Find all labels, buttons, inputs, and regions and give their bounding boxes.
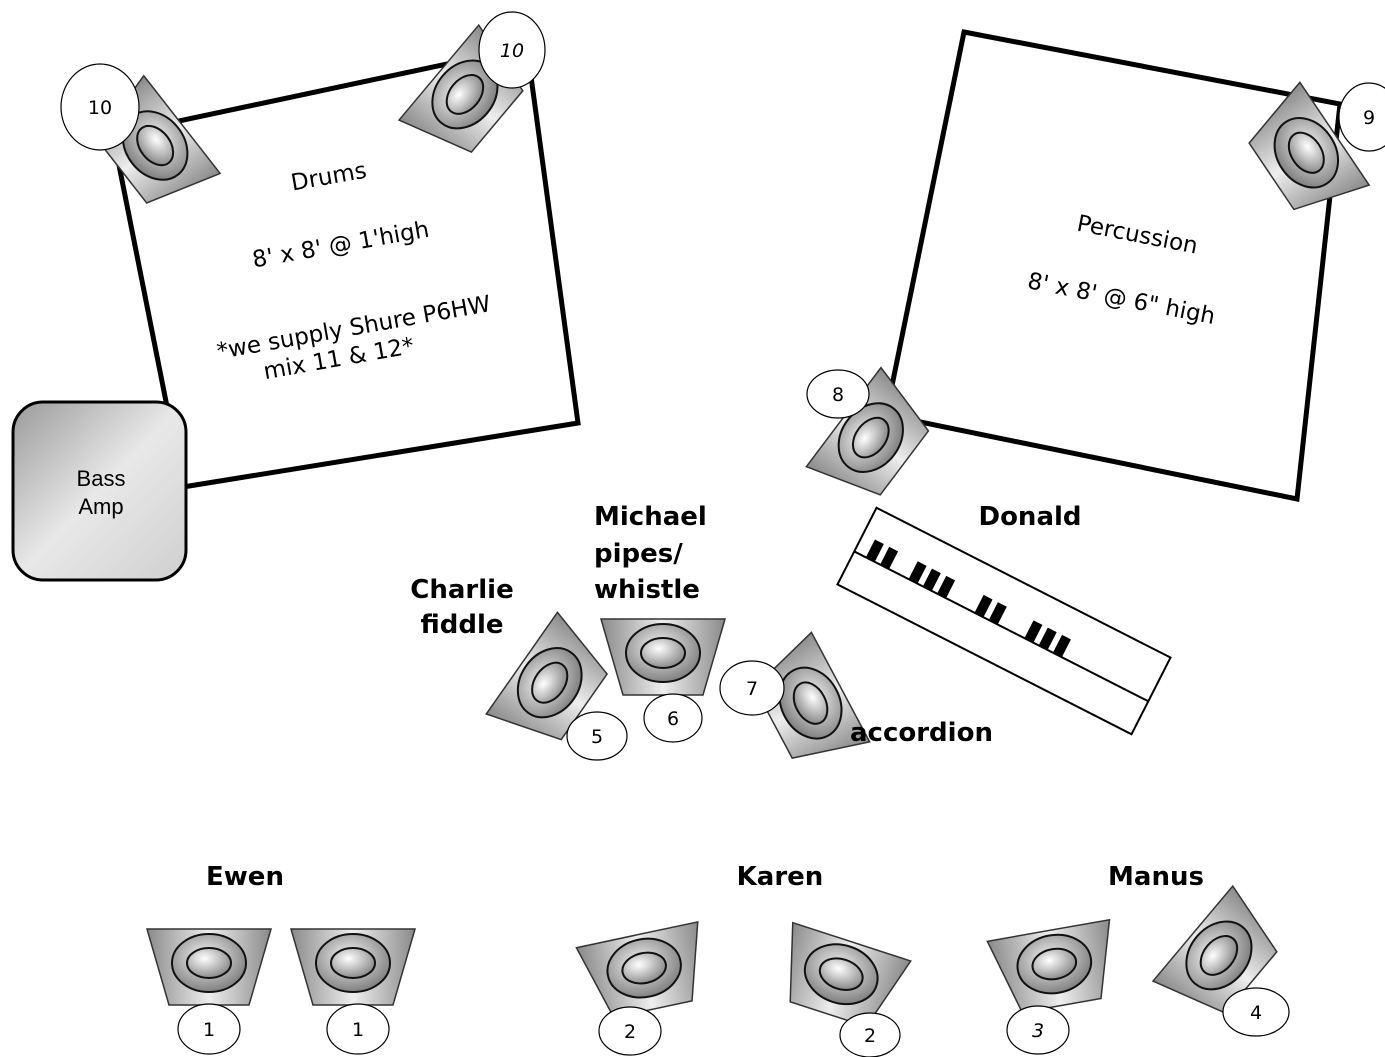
svg-text:pipes/: pipes/ [594, 539, 683, 569]
ewen-monitor-right-mix: 1 [326, 1003, 390, 1055]
ewen-monitor-left-mix: 1 [177, 1003, 241, 1055]
donald-label: Donald [978, 502, 1081, 532]
michael-monitor-mix: 6 [643, 693, 703, 743]
karen-monitor-right-mix: 2 [839, 1012, 901, 1057]
keyboard-icon [836, 506, 1172, 736]
percussion-monitor-bottom-mix: 8 [806, 369, 870, 419]
svg-text:1: 1 [203, 1019, 215, 1041]
stage-monitor-wedge-icon [290, 928, 416, 1006]
svg-text:9: 9 [1363, 107, 1375, 129]
manus-monitor-left [986, 918, 1124, 1018]
accordion-monitor-mix: 7 [719, 660, 785, 716]
svg-text:8: 8 [832, 384, 844, 406]
stage-monitor-wedge-icon [768, 921, 912, 1035]
stage-monitor-wedge-icon [986, 918, 1124, 1018]
svg-text:Michael: Michael [594, 502, 707, 532]
michael-monitor [600, 618, 726, 696]
stage-monitor-wedge-icon [600, 618, 726, 696]
michael-label: Michael pipes/ whistle [594, 502, 707, 605]
bass-amp: Bass Amp [11, 400, 188, 582]
karen-monitor-left-mix: 2 [598, 1006, 662, 1056]
stage-monitor-wedge-icon [146, 928, 272, 1006]
bass-amp-line1: Bass [77, 466, 126, 491]
svg-text:Charlie: Charlie [410, 575, 513, 605]
karen-label: Karen [737, 862, 824, 892]
svg-text:6: 6 [667, 708, 679, 730]
amplifier-icon [11, 400, 188, 582]
drum-riser: Drums 8' x 8' @ 1'high *we supply Shure … [110, 43, 581, 490]
svg-text:whistle: whistle [594, 575, 700, 605]
karen-monitor-right [768, 921, 912, 1035]
drum-monitor-right-mix: 10 [478, 11, 546, 89]
svg-text:2: 2 [864, 1025, 876, 1047]
manus-monitor-right-mix: 4 [1222, 987, 1290, 1037]
svg-text:1: 1 [352, 1019, 364, 1041]
svg-text:10: 10 [500, 40, 524, 62]
svg-text:10: 10 [88, 97, 112, 119]
svg-text:3: 3 [1032, 1020, 1044, 1042]
manus-monitor-left-mix: 3 [1006, 1005, 1070, 1055]
svg-text:2: 2 [624, 1021, 636, 1043]
stage-monitor-wedge-icon [575, 920, 715, 1024]
charlie-monitor-mix: 5 [566, 711, 628, 761]
ewen-label: Ewen [206, 862, 284, 892]
ewen-monitor-right [290, 928, 416, 1006]
bass-amp-line2: Amp [78, 494, 123, 519]
ewen-monitor-left [146, 928, 272, 1006]
karen-monitor-left [575, 920, 715, 1024]
percussion-monitor-top-mix: 9 [1338, 82, 1385, 152]
svg-text:fiddle: fiddle [420, 610, 503, 640]
charlie-label: Charlie fiddle [410, 575, 513, 640]
accordion-label: accordion [850, 718, 993, 748]
drum-monitor-left-mix: 10 [60, 63, 140, 151]
svg-text:7: 7 [746, 678, 758, 700]
svg-text:4: 4 [1250, 1002, 1262, 1024]
percussion-riser: Percussion 8' x 8' @ 6" high [883, 29, 1343, 502]
svg-text:5: 5 [591, 726, 603, 748]
manus-label: Manus [1108, 862, 1204, 892]
keyboard [836, 506, 1172, 736]
